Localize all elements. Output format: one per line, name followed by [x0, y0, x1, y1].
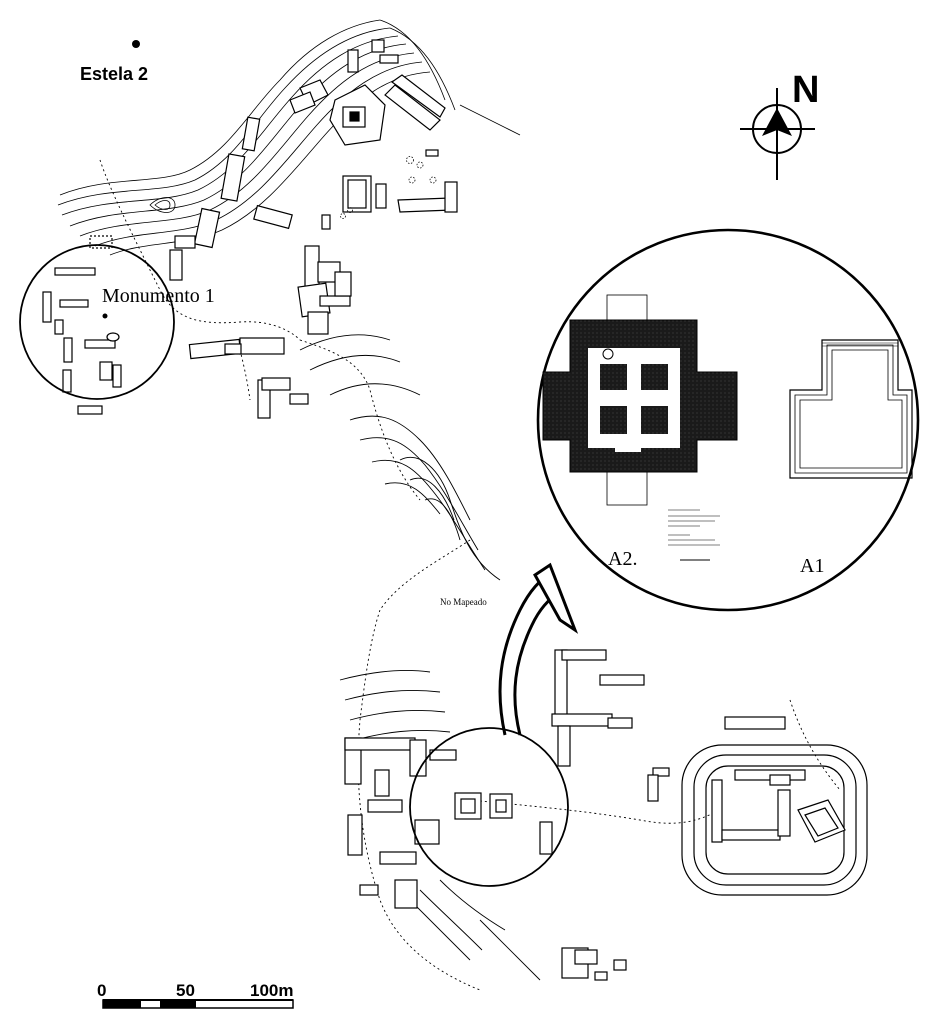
small-features	[340, 156, 437, 219]
monumento-label: Monumento 1	[102, 285, 215, 307]
scale-tick-0: 0	[97, 981, 106, 1000]
south-circle	[409, 727, 569, 887]
north-label: N	[792, 69, 819, 111]
scale-bar	[102, 999, 294, 1009]
no-mapeado-label: No Mapeado	[440, 597, 487, 607]
estela-dot	[132, 40, 140, 48]
monumento-dot	[102, 313, 108, 319]
structures-north	[42, 39, 458, 419]
inset-plan-a1	[789, 339, 913, 479]
inset-legend-lines	[668, 509, 720, 561]
north-arrow-icon	[740, 88, 815, 180]
inset-label-a1: A1	[800, 555, 824, 577]
east-enclosure	[681, 716, 868, 896]
inset-label-a2: A2.	[608, 548, 637, 570]
pointer-arrow	[498, 562, 579, 736]
contour-lines-north	[57, 19, 521, 256]
inset-detail: A2. A1	[536, 228, 920, 612]
scale-tick-50: 50	[176, 981, 195, 1000]
monumento-circle	[19, 244, 175, 400]
scale-tick-100: 100m	[250, 981, 293, 1000]
structures-south	[344, 649, 670, 981]
estela-label: Estela 2	[80, 64, 148, 84]
inset-plan-a2	[542, 294, 738, 506]
